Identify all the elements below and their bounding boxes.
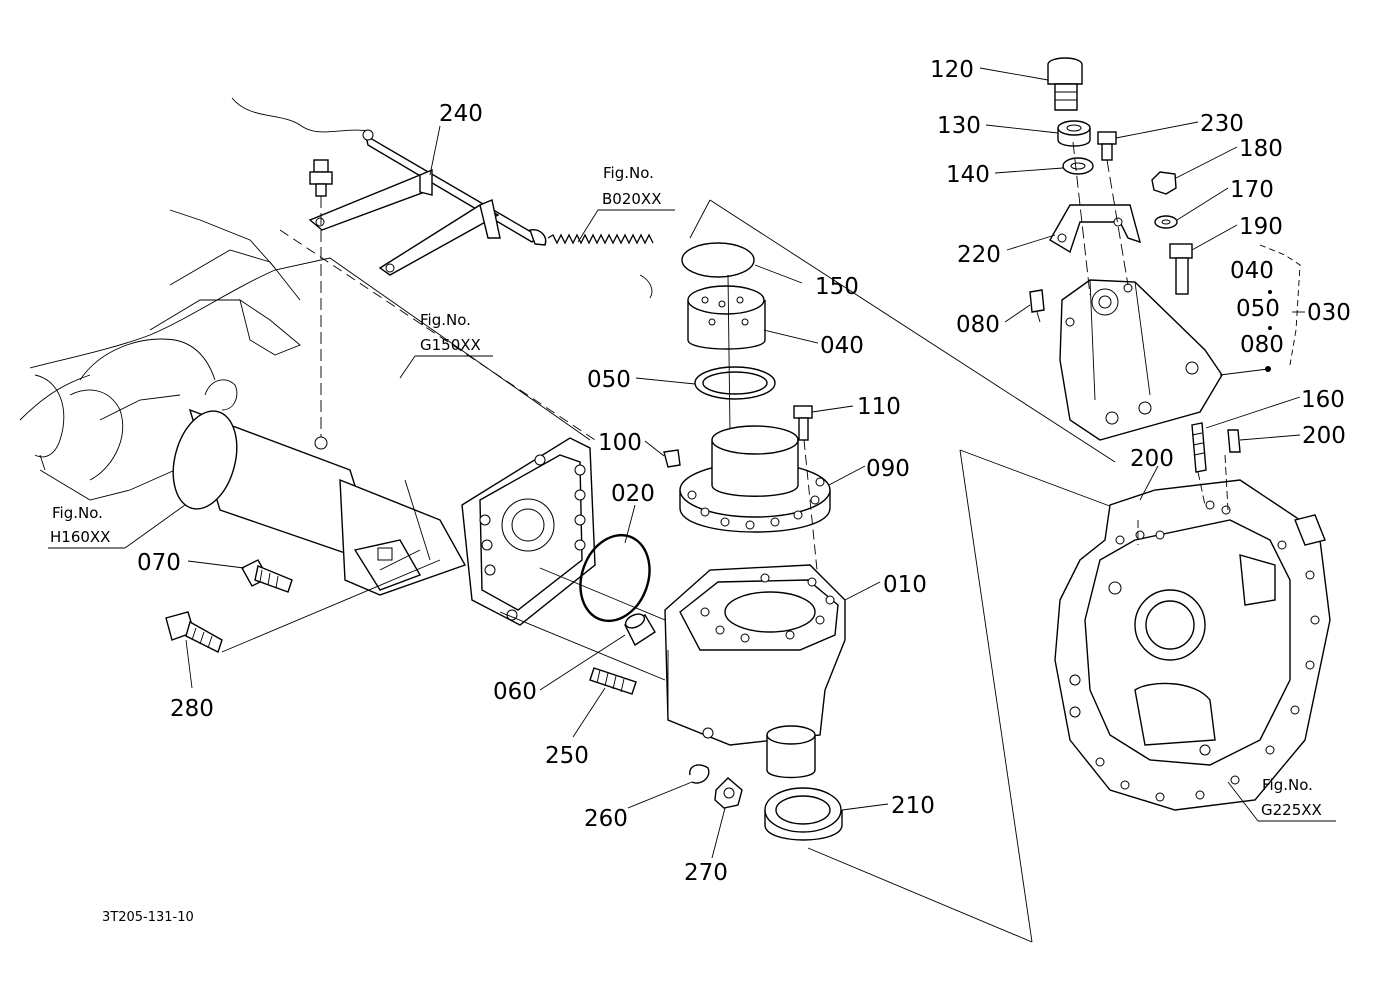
callout-060: 060 xyxy=(493,679,537,705)
callout-200-right: 200 xyxy=(1302,423,1346,449)
callout-200-left: 200 xyxy=(1130,446,1174,472)
o-ring-020 xyxy=(579,533,651,623)
fig-ref-g225: Fig.No. G225XX xyxy=(1227,776,1336,822)
callout-030: 030 xyxy=(1307,300,1351,326)
fitting-080 xyxy=(1029,289,1045,323)
callout-170: 170 xyxy=(1230,177,1274,203)
callout-140: 140 xyxy=(946,162,990,188)
callout-180: 180 xyxy=(1239,136,1283,162)
seal-210 xyxy=(764,787,843,841)
callout-110: 110 xyxy=(857,394,901,420)
housing-010 xyxy=(664,564,846,779)
callout-020: 020 xyxy=(611,481,655,507)
pin-060 xyxy=(624,613,656,647)
plug-120 xyxy=(1047,57,1083,111)
cap-150 xyxy=(681,242,755,278)
spring xyxy=(547,233,654,299)
transmission-housing xyxy=(19,209,596,501)
callout-130: 130 xyxy=(937,113,981,139)
bolt-190 xyxy=(1169,243,1193,295)
flange-plate xyxy=(461,437,596,626)
fig-ref-h160-code: H160XX xyxy=(50,528,110,546)
fig-ref-g225-label: Fig.No. xyxy=(1262,776,1313,794)
transmission-case xyxy=(1054,454,1331,811)
fig-ref-h160-label: Fig.No. xyxy=(52,504,103,522)
flange-090 xyxy=(679,425,831,533)
callout-190: 190 xyxy=(1239,214,1283,240)
bolt-280 xyxy=(165,559,441,653)
fig-ref-g225-code: G225XX xyxy=(1261,801,1322,819)
nut-180 xyxy=(1151,171,1177,195)
drawing-code: 3T205-131-10 xyxy=(102,910,194,925)
steering-bracket xyxy=(1059,141,1223,441)
bolt-230 xyxy=(1097,131,1117,161)
bolt-070 xyxy=(241,559,293,593)
fig-ref-b020: Fig.No. B020XX xyxy=(577,164,675,243)
axle-tube xyxy=(172,408,467,596)
callout-050-group: 050 xyxy=(1236,296,1280,322)
fig-ref-g150-label: Fig.No. xyxy=(420,311,471,329)
leader-lines xyxy=(185,67,1305,859)
callout-270: 270 xyxy=(684,860,728,886)
o-ring-050 xyxy=(694,366,776,400)
fig-ref-h160: Fig.No. H160XX xyxy=(48,504,186,549)
connection-lines xyxy=(379,199,1116,943)
callout-220: 220 xyxy=(957,242,1001,268)
callout-100: 100 xyxy=(598,430,642,456)
callout-070: 070 xyxy=(137,550,181,576)
callout-280: 280 xyxy=(170,696,214,722)
callout-080-group: 080 xyxy=(1240,332,1284,358)
stud-160 xyxy=(1191,422,1207,473)
clamp-220 xyxy=(1049,204,1142,254)
fig-ref-b020-label: Fig.No. xyxy=(603,164,654,182)
callout-150: 150 xyxy=(815,274,859,300)
callout-090: 090 xyxy=(866,456,910,482)
bolt-100 xyxy=(663,449,681,468)
bushing-040 xyxy=(687,285,766,350)
callout-050: 050 xyxy=(587,367,631,393)
axis-line xyxy=(727,274,731,433)
washer-170 xyxy=(1154,215,1178,229)
fig-ref-g150-code: G150XX xyxy=(420,336,481,354)
callout-240: 240 xyxy=(439,101,483,127)
fig-ref-g150: Fig.No. G150XX xyxy=(399,311,493,379)
callout-040: 040 xyxy=(820,333,864,359)
callout-230: 230 xyxy=(1200,111,1244,137)
callout-260: 260 xyxy=(584,806,628,832)
pin-200-right xyxy=(1227,429,1241,453)
seal-140 xyxy=(1062,157,1094,175)
callout-040-group: 040 xyxy=(1230,258,1274,284)
callout-160: 160 xyxy=(1301,387,1345,413)
callout-080: 080 xyxy=(956,312,1000,338)
nut-270 xyxy=(714,777,743,809)
group-bracket-030 xyxy=(1219,244,1301,376)
collar-130 xyxy=(1057,120,1091,147)
callout-010: 010 xyxy=(883,572,927,598)
bracket-240 xyxy=(231,97,547,276)
washer-260 xyxy=(689,764,710,784)
callout-250: 250 xyxy=(545,743,589,769)
callout-210: 210 xyxy=(891,793,935,819)
stud-250 xyxy=(589,667,637,695)
callouts: 120 130 140 230 180 170 190 220 040 050 … xyxy=(137,57,1351,886)
callout-120: 120 xyxy=(930,57,974,83)
fig-ref-b020-code: B020XX xyxy=(602,190,661,208)
top-bolt xyxy=(309,159,333,450)
